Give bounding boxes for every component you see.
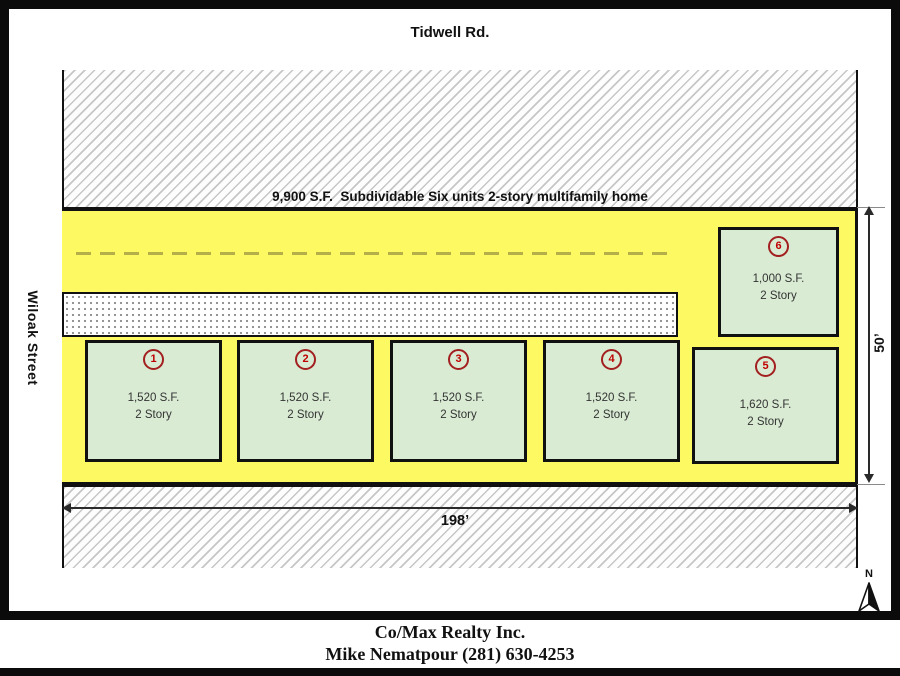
unit-box-5: 5 1,620 S.F. 2 Story (692, 347, 839, 464)
unit-stories-label: 2 Story (440, 409, 477, 421)
multifamily-parcel-area: 9,900 S.F. Subdividable Six units 2-stor… (62, 70, 858, 211)
unit-area-label: 1,520 S.F. (432, 392, 485, 404)
unit-area-label: 1,620 S.F. (739, 399, 792, 411)
unit-stories-label: 2 Story (747, 416, 784, 428)
depth-dimension-label: 50’ (871, 333, 887, 353)
street-label-wiloak: Wiloak Street (25, 290, 41, 386)
unit-number-badge: 1 (143, 349, 164, 370)
depth-dimension-line (868, 214, 870, 474)
unit-number-badge: 5 (755, 356, 776, 377)
dimension-arrowhead-down-icon (864, 474, 874, 483)
footer-agent: Mike Nematpour (281) 630-4253 (325, 644, 575, 664)
parcel-description: 9,900 S.F. Subdividable Six units 2-stor… (272, 189, 648, 204)
dotted-sidewalk-strip (62, 292, 678, 337)
street-label-tidwell: Tidwell Rd. (410, 24, 490, 41)
unit-area-label: 1,520 S.F. (279, 392, 332, 404)
unit-number-badge: 3 (448, 349, 469, 370)
unit-box-3: 3 1,520 S.F. 2 Story (390, 340, 527, 462)
bottom-easement-area (62, 487, 858, 568)
unit-area-label: 1,520 S.F. (585, 392, 638, 404)
unit-area-label: 1,000 S.F. (752, 273, 805, 285)
unit-area-label: 1,520 S.F. (127, 392, 180, 404)
north-arrow-icon (858, 582, 880, 612)
unit-number-badge: 6 (768, 236, 789, 257)
unit-stories-label: 2 Story (287, 409, 324, 421)
unit-number-badge: 2 (295, 349, 316, 370)
bottom-edge-bar (0, 668, 900, 676)
unit-stories-label: 2 Story (760, 290, 797, 302)
dimension-arrowhead-right-icon (849, 503, 858, 513)
unit-box-6: 6 1,000 S.F. 2 Story (718, 227, 839, 337)
unit-box-4: 4 1,520 S.F. 2 Story (543, 340, 680, 462)
unit-box-2: 2 1,520 S.F. 2 Story (237, 340, 374, 462)
unit-box-1: 1 1,520 S.F. 2 Story (85, 340, 222, 462)
frontage-dimension-label: 198’ (440, 513, 470, 529)
unit-stories-label: 2 Story (135, 409, 172, 421)
dimension-arrowhead-up-icon (864, 206, 874, 215)
driveway-centerline (76, 252, 676, 255)
footer-company: Co/Max Realty Inc. (374, 622, 526, 642)
dimension-arrowhead-left-icon (62, 503, 71, 513)
frontage-dimension-line (66, 507, 854, 509)
unit-stories-label: 2 Story (593, 409, 630, 421)
depth-dimension-tick-bottom (857, 484, 885, 485)
unit-number-badge: 4 (601, 349, 622, 370)
north-label: N (865, 568, 873, 580)
